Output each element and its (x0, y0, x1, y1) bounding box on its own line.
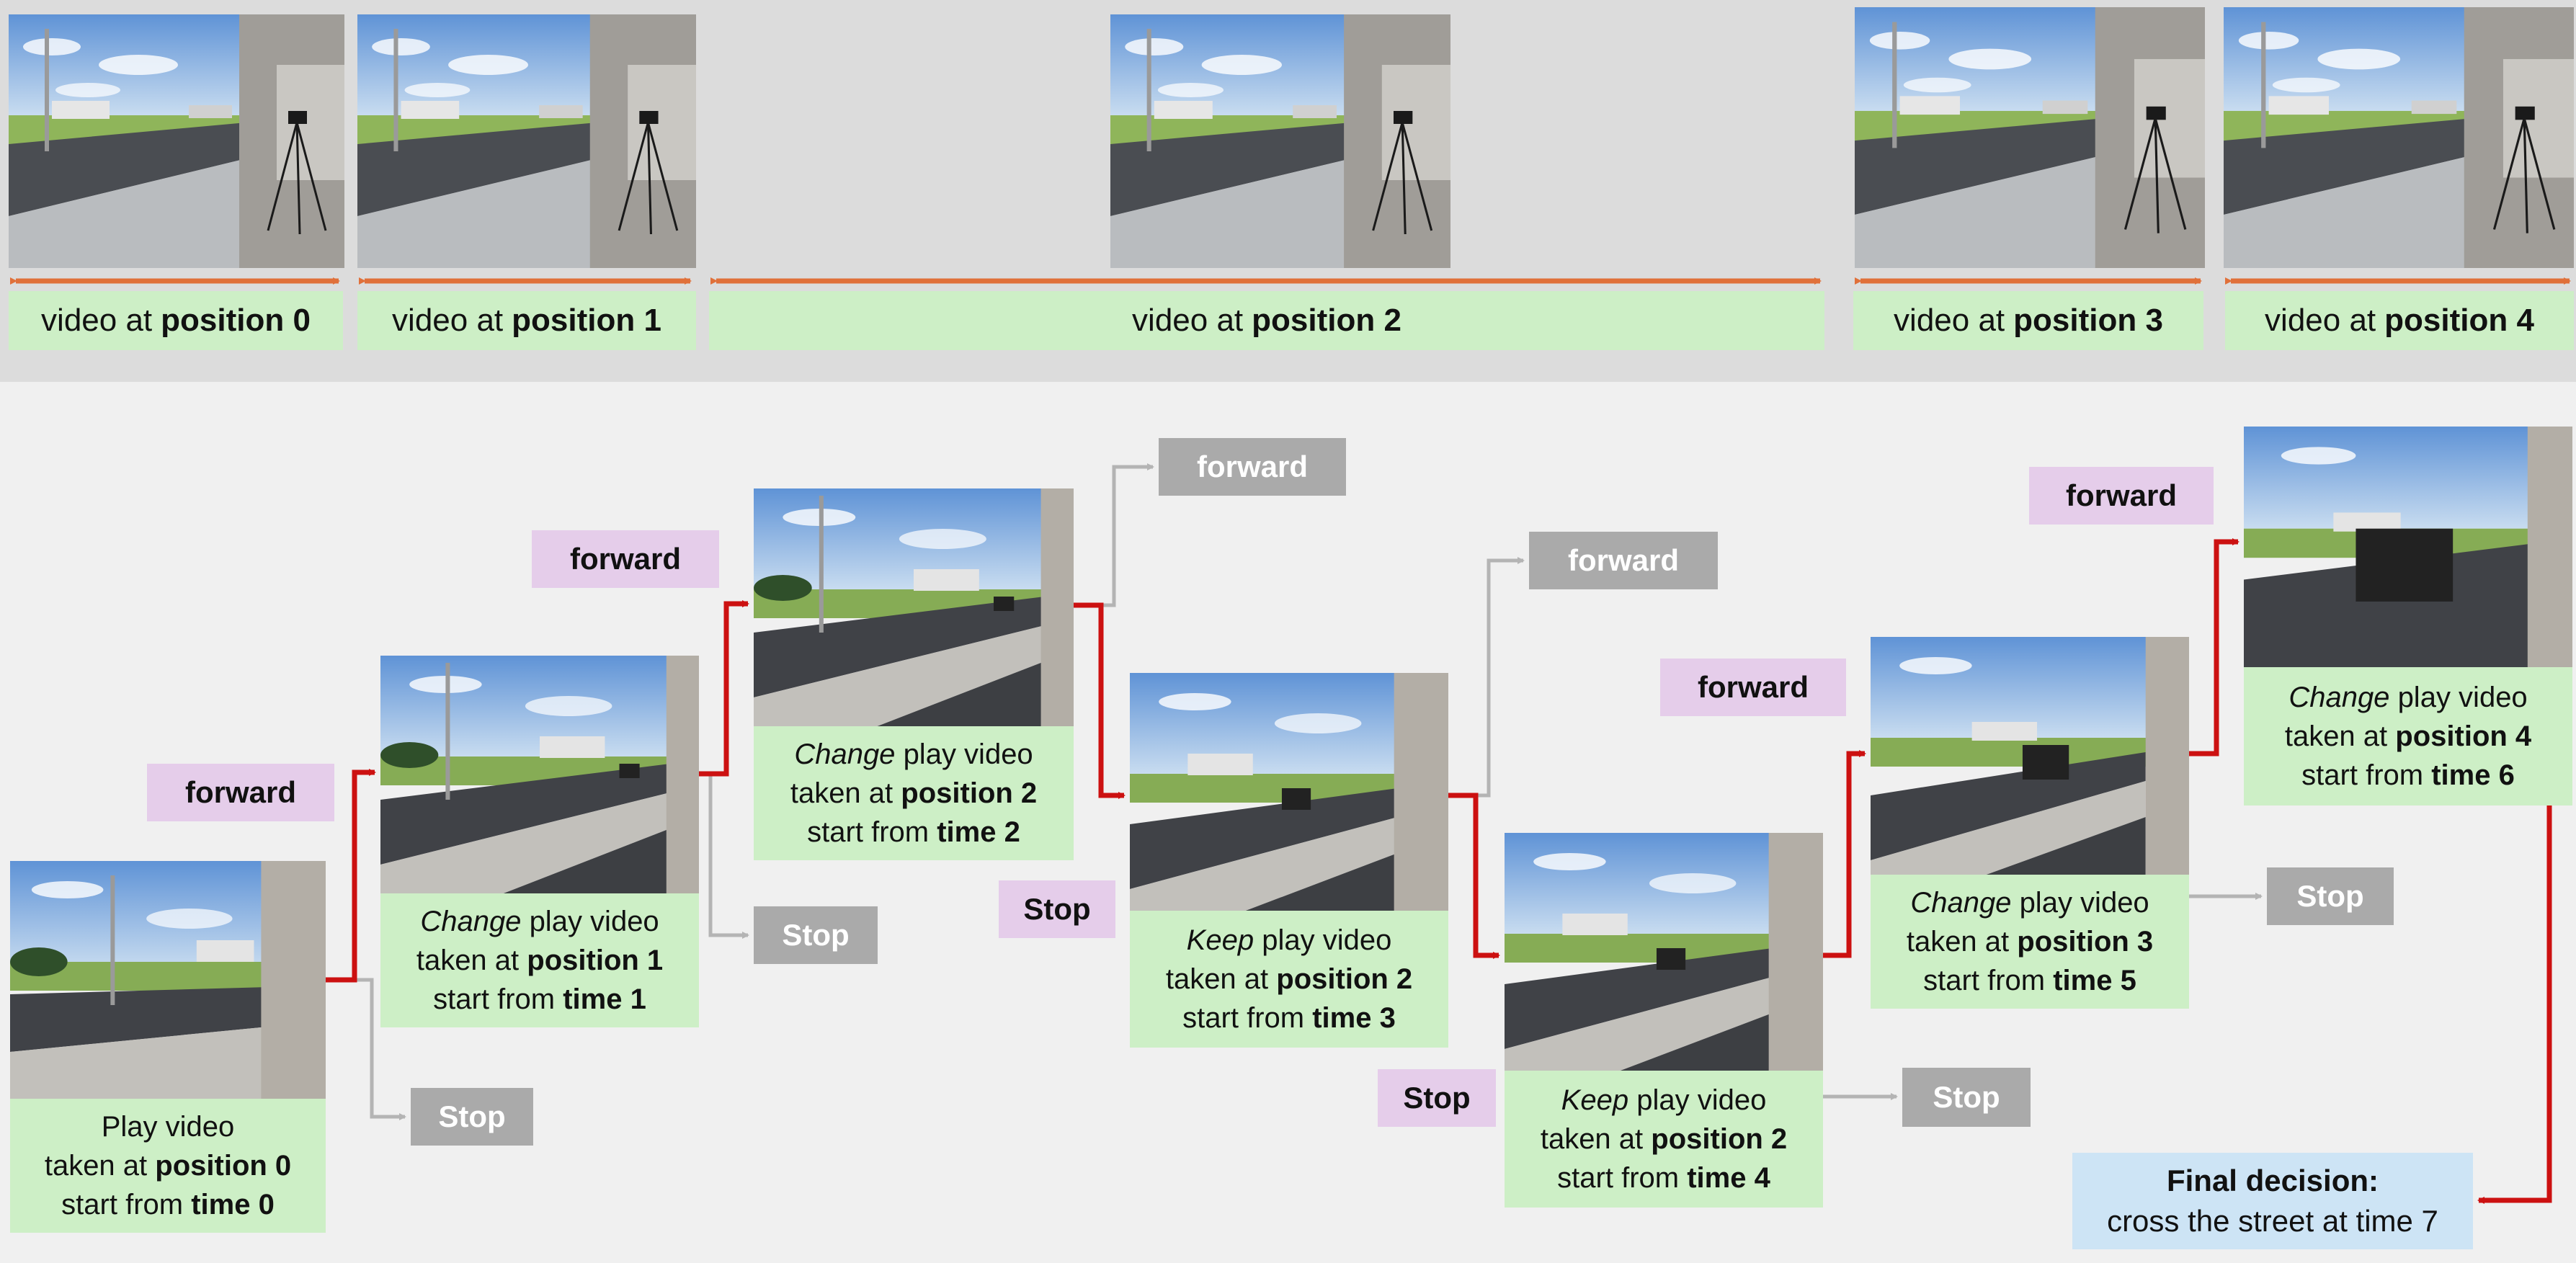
red-path-6-final (2477, 805, 2552, 1204)
red-path-2-3 (1074, 602, 1126, 799)
alt-stop-step-0: Stop (411, 1088, 533, 1146)
red-path-5-6 (2189, 538, 2239, 757)
frame-step-4 (1505, 833, 1823, 1071)
caption-step-1: Change play video taken at position 1 st… (380, 893, 699, 1027)
frame-step-5 (1871, 637, 2189, 875)
final-decision-box: Final decision: cross the street at time… (2072, 1153, 2473, 1249)
frame-step-3 (1130, 673, 1448, 911)
frame-step-6 (2244, 427, 2572, 667)
gray-branch-step-1 (699, 772, 749, 939)
frame-step-1 (380, 656, 699, 893)
alt-stop-step-4: Stop (1902, 1068, 2031, 1127)
alt-forward-step-2: forward (1159, 438, 1346, 496)
gray-branch-step-2 (1074, 463, 1154, 607)
frame-step-2 (754, 488, 1074, 726)
caption-step-6: Change play video taken at position 4 st… (2244, 667, 2572, 805)
caption-step-2: Change play video taken at position 2 st… (754, 726, 1074, 860)
decision-forward-step-4: forward (1660, 659, 1846, 716)
decision-forward-step-0: forward (147, 764, 334, 821)
photo-position-0 (9, 14, 344, 268)
red-path-1-2 (699, 600, 749, 777)
photo-position-1 (357, 14, 696, 268)
caption-step-4: Keep play video taken at position 2 star… (1505, 1071, 1823, 1208)
red-path-3-4 (1448, 793, 1500, 959)
decision-forward-step-1: forward (532, 530, 719, 588)
caption-step-0: Play video taken at position 0 start fro… (10, 1099, 326, 1233)
gray-branch-step-3 (1448, 557, 1525, 798)
photo-position-3 (1855, 7, 2205, 268)
decision-stop-step-3: Stop (1378, 1069, 1496, 1127)
alt-forward-step-3: forward (1529, 532, 1718, 589)
alt-stop-step-5: Stop (2267, 867, 2394, 925)
frame-step-0 (10, 861, 326, 1099)
caption-step-3: Keep play video taken at position 2 star… (1130, 911, 1448, 1048)
caption-step-5: Change play video taken at position 3 st… (1871, 875, 2189, 1009)
alt-stop-step-1: Stop (754, 906, 878, 964)
red-path-4-5 (1823, 750, 1866, 958)
decision-stop-step-2: Stop (999, 880, 1115, 938)
photo-position-2 (1110, 14, 1450, 268)
decision-forward-step-5: forward (2029, 467, 2214, 525)
photo-position-4 (2224, 7, 2574, 268)
